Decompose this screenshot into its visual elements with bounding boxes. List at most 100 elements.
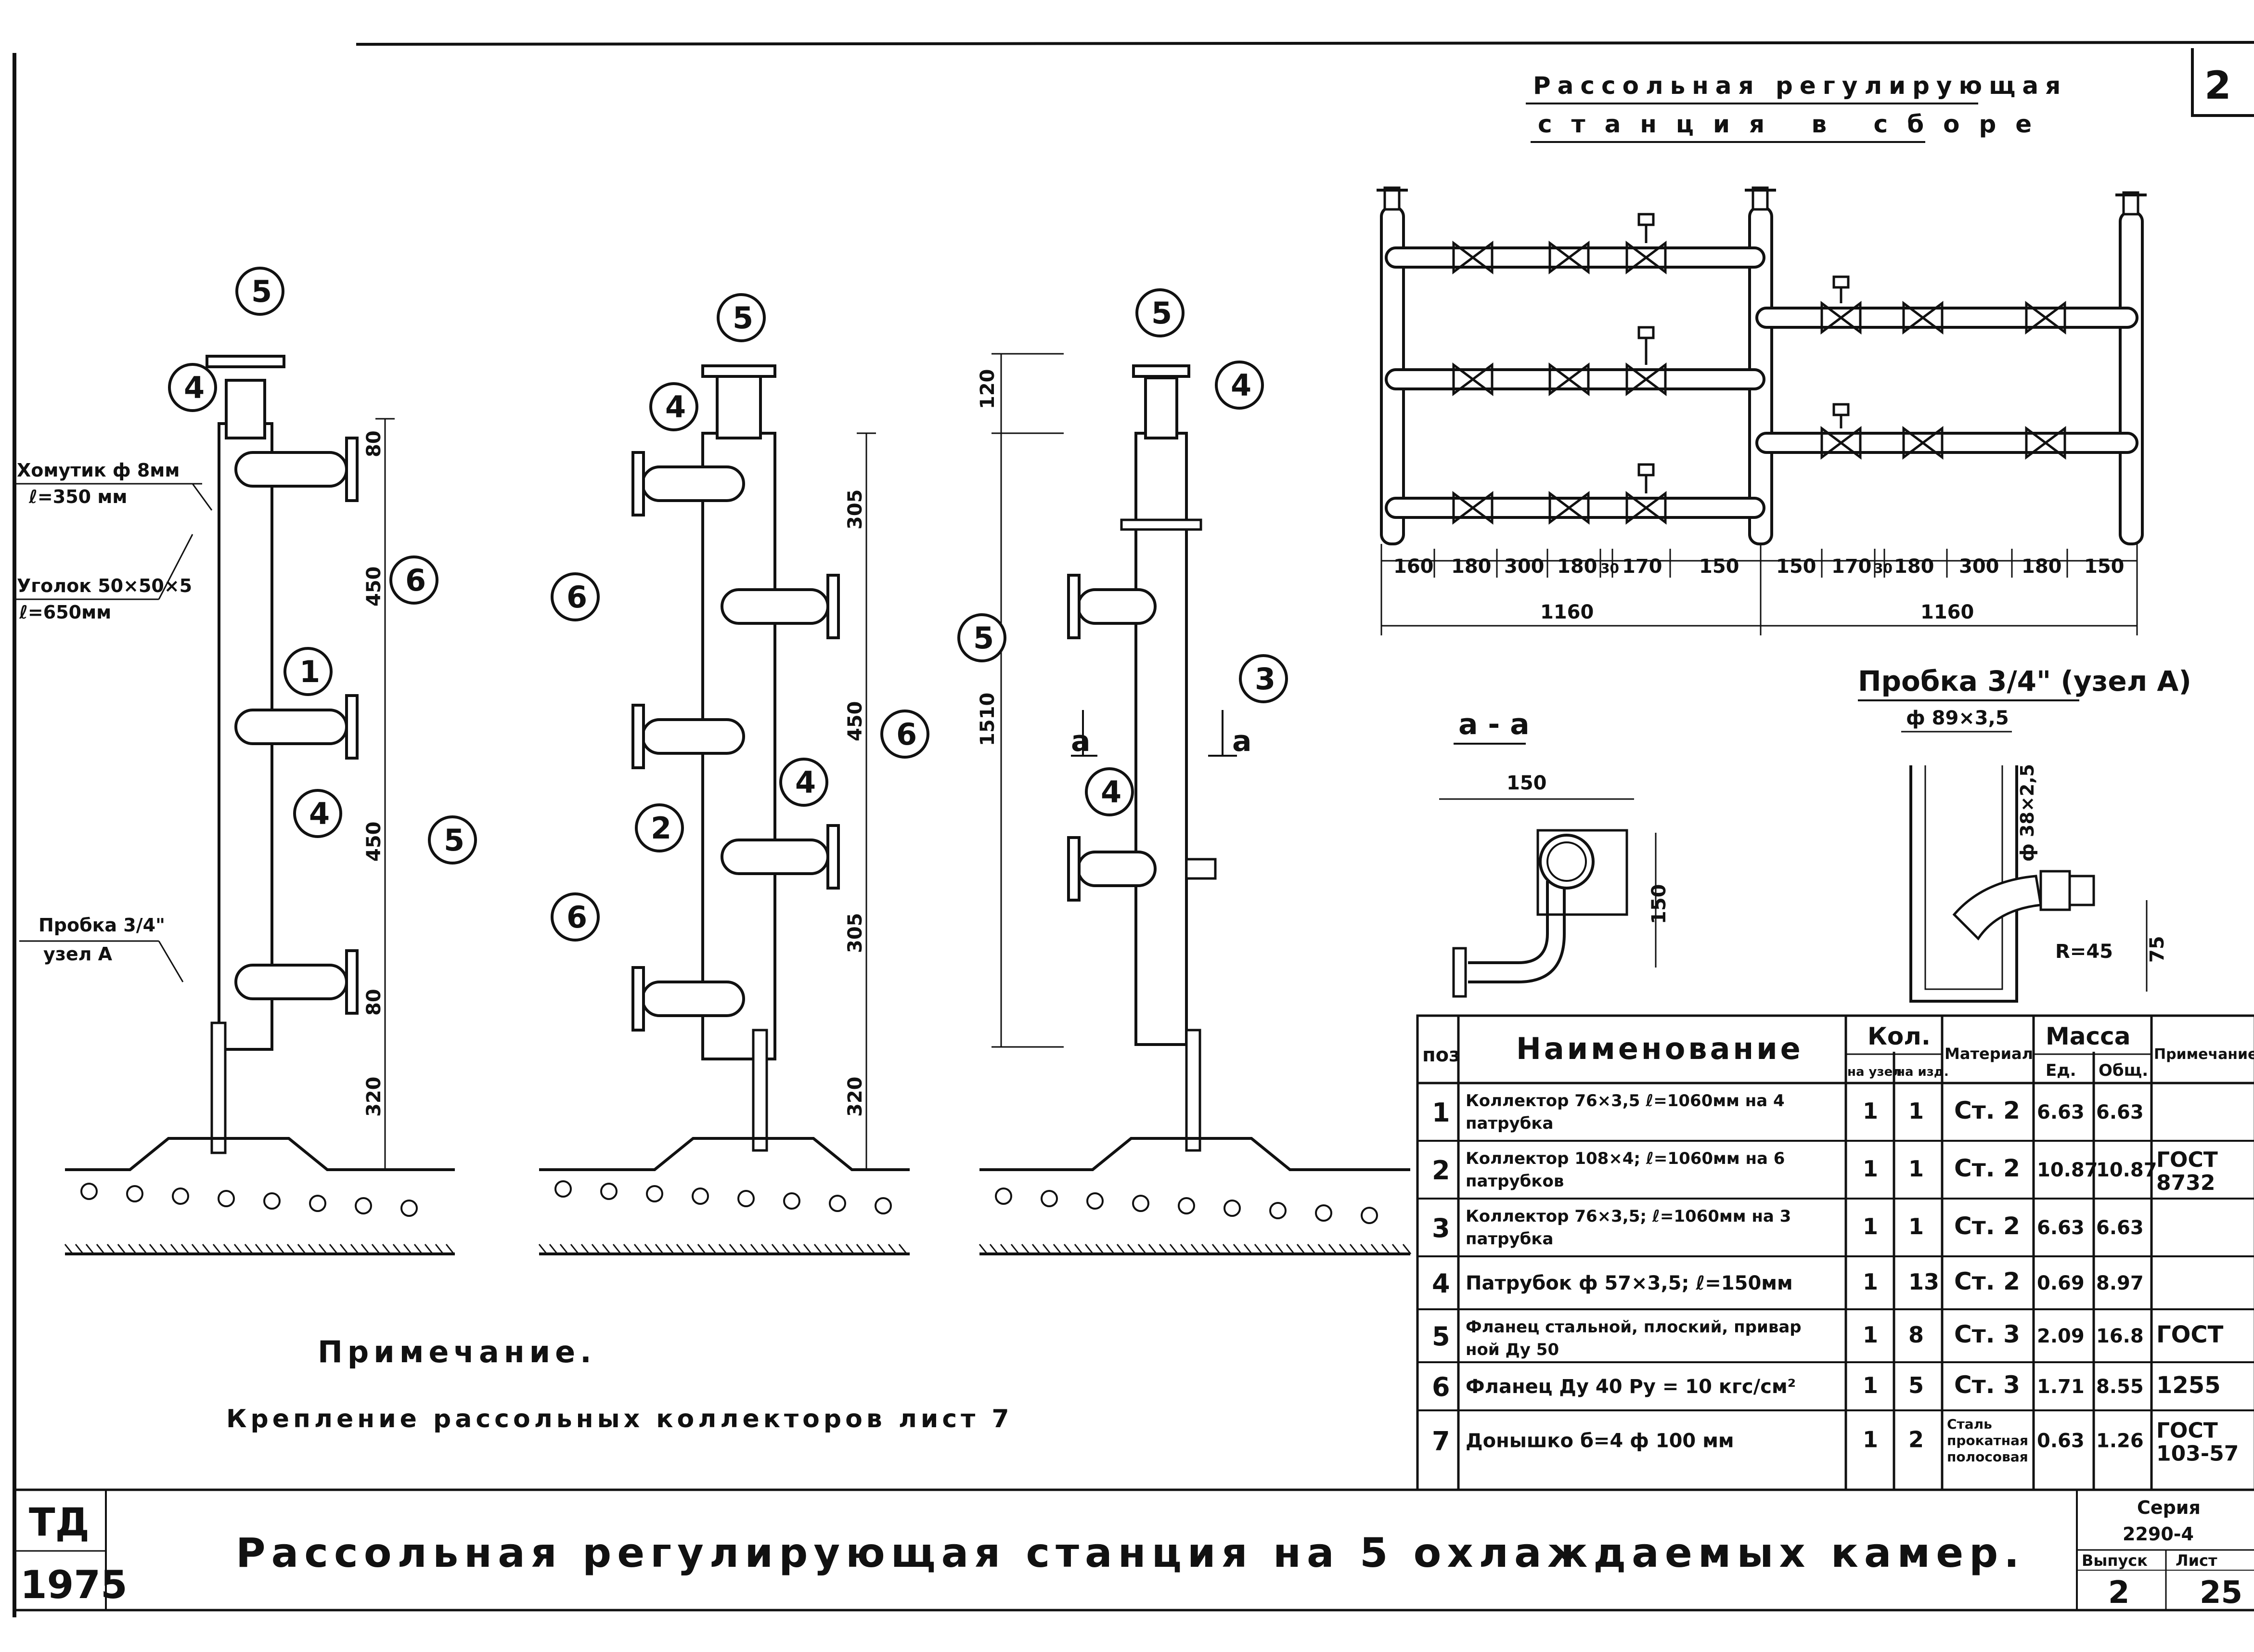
plug-detail-dim-height: 75 bbox=[2146, 936, 2168, 963]
table-cell-note: ГОСТ bbox=[2156, 1321, 2224, 1348]
collector-3-callout-2: 4 bbox=[1231, 368, 1251, 403]
table-cell-qty-node: 1 bbox=[1863, 1427, 1878, 1453]
collector-1-ground-hatch bbox=[435, 1244, 444, 1254]
collector-1-ground-aggregate bbox=[355, 1197, 372, 1214]
table-cell-note: 1255 bbox=[2156, 1372, 2221, 1399]
collector-3-ground-hatch bbox=[1053, 1244, 1062, 1254]
assembly-dim-left-6: 170 bbox=[1622, 555, 1662, 578]
collector-1-ground-hatch bbox=[149, 1244, 158, 1254]
collector-2-nozzle-b bbox=[721, 588, 829, 625]
table-cell-mass-total: 8.97 bbox=[2096, 1272, 2144, 1294]
collector-1-ground-hatch bbox=[424, 1244, 434, 1254]
collector-3-ground-aggregate bbox=[1041, 1190, 1058, 1207]
collector-1-ground-hatch bbox=[117, 1244, 127, 1254]
collector-2-ground-hatch bbox=[813, 1244, 823, 1254]
table-header-note: Примечание bbox=[2154, 1046, 2254, 1063]
table-cell-name-line2: патрубка bbox=[1466, 1114, 1553, 1133]
table-cell-material: Ст. 2 bbox=[1954, 1097, 2020, 1124]
collector-1-ground-hatch bbox=[138, 1244, 148, 1254]
collector-1-nozzle-a bbox=[234, 451, 348, 488]
table-cell-qty-set: 2 bbox=[1908, 1427, 1924, 1453]
assembly-dim-left-4: 180 bbox=[1557, 555, 1597, 578]
table-header-qty-node: на узел bbox=[1847, 1065, 1902, 1079]
collector-2-callout-1-circle bbox=[717, 293, 766, 342]
collector-3-ground-hatch bbox=[1402, 1244, 1412, 1254]
collector-3-anchor bbox=[1185, 1029, 1201, 1152]
table-cell-mass-total: 16.8 bbox=[2096, 1325, 2144, 1347]
collector-2-ground-hatch bbox=[549, 1244, 558, 1254]
table-cell-mass-total: 1.26 bbox=[2096, 1430, 2144, 1452]
assembly-dim-right-4: 180 bbox=[1894, 555, 1934, 578]
table-cell-note-line1: ГОСТ bbox=[2156, 1148, 2218, 1172]
angle-label-line2: ℓ=650мм bbox=[19, 602, 111, 623]
collector-3-ground-hatch bbox=[1201, 1244, 1211, 1254]
collector-3-ground-hatch bbox=[1074, 1244, 1083, 1254]
collector-1-ground-aggregate bbox=[309, 1195, 326, 1212]
collector-3-dim-1: 120 bbox=[977, 369, 999, 410]
collector-2-ground-hatch bbox=[655, 1244, 664, 1254]
collector-2-ground-hatch bbox=[835, 1244, 844, 1254]
plug-detail-dim-pipe: ф 89×3,5 bbox=[1906, 707, 2009, 729]
collector-1-ground-hatch bbox=[96, 1244, 105, 1254]
collector-3-ground-hatch bbox=[1095, 1244, 1105, 1254]
assembly-dim-left-2: 180 bbox=[1451, 555, 1492, 578]
collector-1-callout-5: 4 bbox=[309, 796, 330, 831]
collector-1-callout-5-circle bbox=[293, 789, 342, 838]
collector-3-ground-hatch bbox=[1084, 1244, 1094, 1254]
td-mark: ТД bbox=[29, 1500, 90, 1545]
collector-2-ground-hatch bbox=[591, 1244, 601, 1254]
series-value: 2290-4 bbox=[2123, 1523, 2194, 1545]
table-cell-pos: 5 bbox=[1432, 1321, 1450, 1352]
collector-2-nozzle-c bbox=[641, 718, 745, 755]
collector-3-callout-4-circle bbox=[1085, 767, 1134, 816]
collector-3-ground-hatch bbox=[1391, 1244, 1401, 1254]
table-header-qty: Кол. bbox=[1868, 1022, 1931, 1050]
section-aa-dim-height: 150 bbox=[1648, 884, 1670, 925]
collector-1-ground-hatch bbox=[361, 1244, 370, 1254]
collector-3-clamp bbox=[1120, 518, 1202, 531]
collector-3-callout-1: 5 bbox=[1151, 296, 1172, 331]
section-aa-dim-width: 150 bbox=[1507, 772, 1547, 794]
note-heading: Примечание. bbox=[318, 1334, 596, 1369]
collector-2-nozzle-d bbox=[721, 839, 829, 875]
table-cell-name-line2: ной Ду 50 bbox=[1466, 1340, 1559, 1359]
assembly-dim-left-7: 150 bbox=[1699, 555, 1739, 578]
collector-2-nozzle-e-flange bbox=[631, 966, 645, 1032]
table-cell-note-line2: 103-57 bbox=[2156, 1442, 2239, 1466]
table-cell-qty-set: 1 bbox=[1908, 1213, 1924, 1239]
collector-3-ground-hatch bbox=[1296, 1244, 1306, 1254]
assembly-dim-right-3: 30 bbox=[1874, 560, 1893, 576]
collector-1-ground-hatch bbox=[106, 1244, 116, 1254]
collector-1-callout-2-circle bbox=[168, 363, 217, 412]
table-cell-name-line1: Коллектор 108×4; ℓ=1060мм на 6 bbox=[1466, 1149, 1785, 1168]
collector-1-ground-aggregate bbox=[218, 1190, 235, 1207]
collector-1-ground-hatch bbox=[297, 1244, 307, 1254]
collector-1-ground-hatch bbox=[128, 1244, 137, 1254]
collector-1-ground-hatch bbox=[286, 1244, 296, 1254]
collector-1-ground-hatch bbox=[75, 1244, 84, 1254]
table-header-qty-set: на изд. bbox=[1896, 1065, 1949, 1079]
collector-3-ground-aggregate bbox=[995, 1187, 1012, 1205]
collector-1-ground-aggregate bbox=[400, 1200, 418, 1217]
collector-3-ground-hatch bbox=[1317, 1244, 1327, 1254]
collector-1-ground-hatch bbox=[85, 1244, 95, 1254]
collector-1-nozzle-b bbox=[234, 709, 348, 745]
collector-3-ground-hatch bbox=[1349, 1244, 1359, 1254]
collector-3-plug bbox=[1185, 858, 1217, 880]
collector-3-ground-hatch bbox=[1222, 1244, 1232, 1254]
table-cell-pos: 7 bbox=[1432, 1426, 1450, 1457]
collector-3-ground-hatch bbox=[1063, 1244, 1073, 1254]
collector-2-ground-aggregate bbox=[783, 1192, 800, 1210]
series-label: Серия bbox=[2137, 1497, 2201, 1518]
collector-2-ground-hatch bbox=[771, 1244, 781, 1254]
table-header-mass-total: Общ. bbox=[2099, 1061, 2148, 1080]
collector-2-nozzle-a-flange bbox=[631, 451, 645, 516]
plug-detail-dim-nipple: ф 38×2,5 bbox=[2017, 764, 2038, 862]
collector-3-callout-1-circle bbox=[1135, 288, 1185, 337]
collector-1-nozzle-a-flange bbox=[345, 437, 359, 502]
